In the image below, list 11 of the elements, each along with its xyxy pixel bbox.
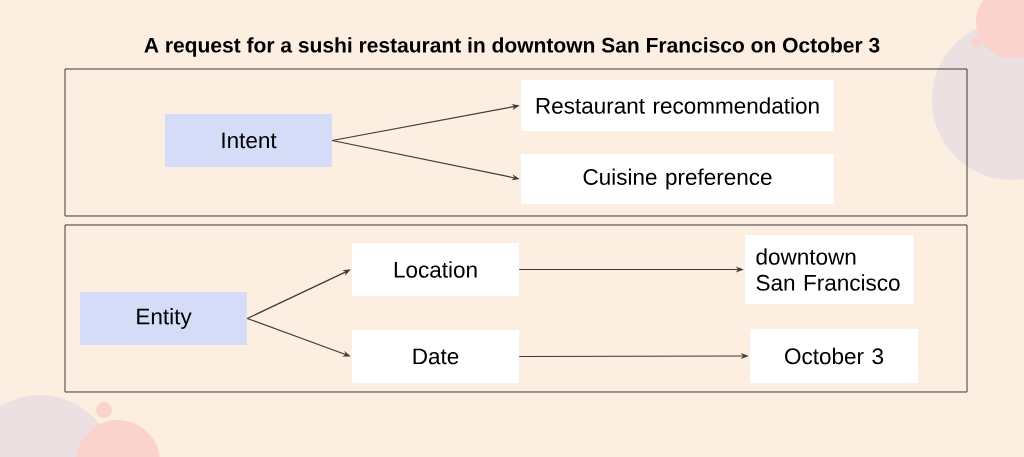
label-box: Date — [352, 330, 519, 383]
group-frame — [64, 68, 968, 217]
intent-box: Entity — [80, 292, 247, 345]
intent-box: Intent — [165, 114, 332, 167]
label-box: Restaurant recommendation — [521, 80, 834, 131]
title: A request for a sushi restaurant in downtown San Francisco on October 3 — [144, 37, 880, 57]
label-box: October 3 — [750, 329, 918, 383]
label-box: Cuisine preference — [521, 154, 834, 204]
label-box: Location — [352, 243, 519, 296]
group-frame — [64, 224, 968, 393]
label-box: downtown San Francisco — [745, 235, 914, 304]
